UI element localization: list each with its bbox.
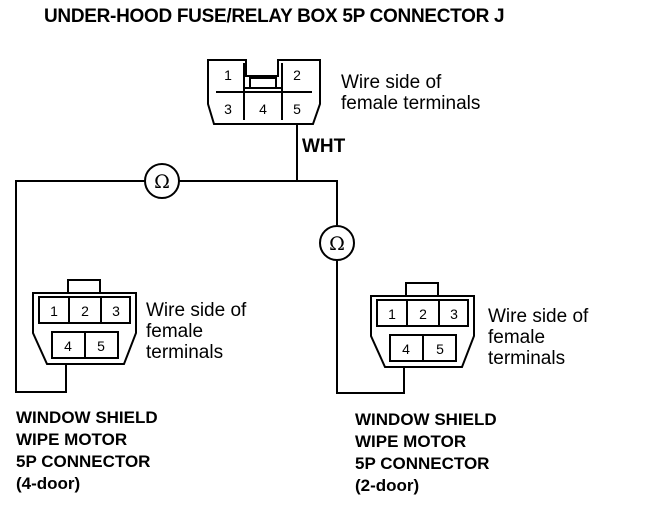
connector-4door-label: WINDOW SHIELD WIPE MOTOR 5P CONNECTOR (4… [16, 408, 158, 493]
connector-2door-lock-tab [405, 282, 439, 297]
connector-4door [32, 279, 137, 365]
connector-4door-lock-tab [67, 279, 101, 294]
connector-2door-pin-4: 4 [402, 341, 410, 357]
connector-2door-label: WINDOW SHIELD WIPE MOTOR 5P CONNECTOR (2… [355, 410, 497, 495]
connector-j-pin-4: 4 [259, 101, 267, 117]
connector-2door-pin-5: 5 [436, 341, 444, 357]
diagram-title: UNDER-HOOD FUSE/RELAY BOX 5P CONNECTOR J [44, 6, 505, 27]
connector-2door [370, 282, 475, 368]
connector-j-pin-2: 2 [293, 67, 301, 83]
connector-j-pin-5: 5 [293, 101, 301, 117]
connector-2door-note: Wire side of female terminals [488, 306, 589, 369]
connector-4door-note: Wire side of female terminals [146, 300, 247, 363]
connector-2door-pin-2: 2 [419, 306, 427, 322]
connector-4door-pin-2: 2 [81, 303, 89, 319]
connector-j [207, 59, 321, 125]
connector-j-lock-tab [249, 77, 277, 89]
connector-j-pin-3: 3 [224, 101, 232, 117]
connector-j-pin-1: 1 [224, 67, 232, 83]
connector-4door-pin-1: 1 [50, 303, 58, 319]
connector-j-note: Wire side of female terminals [341, 72, 481, 114]
connector-4door-pin-4: 4 [64, 338, 72, 354]
connector-4door-pin-5: 5 [97, 338, 105, 354]
wire-to-4door [15, 180, 297, 393]
wire-color-label: WHT [302, 136, 346, 157]
ohmmeter-2door-icon [319, 225, 355, 261]
connector-2door-pin-1: 1 [388, 306, 396, 322]
ohm-symbol-4door: Ω [154, 171, 170, 193]
connector-2door-pin-3: 3 [450, 306, 458, 322]
ohm-symbol-2door: Ω [329, 233, 345, 255]
ohmmeter-4door-icon [144, 163, 180, 199]
wire-to-2door [297, 180, 405, 394]
connector-4door-pin-3: 3 [112, 303, 120, 319]
